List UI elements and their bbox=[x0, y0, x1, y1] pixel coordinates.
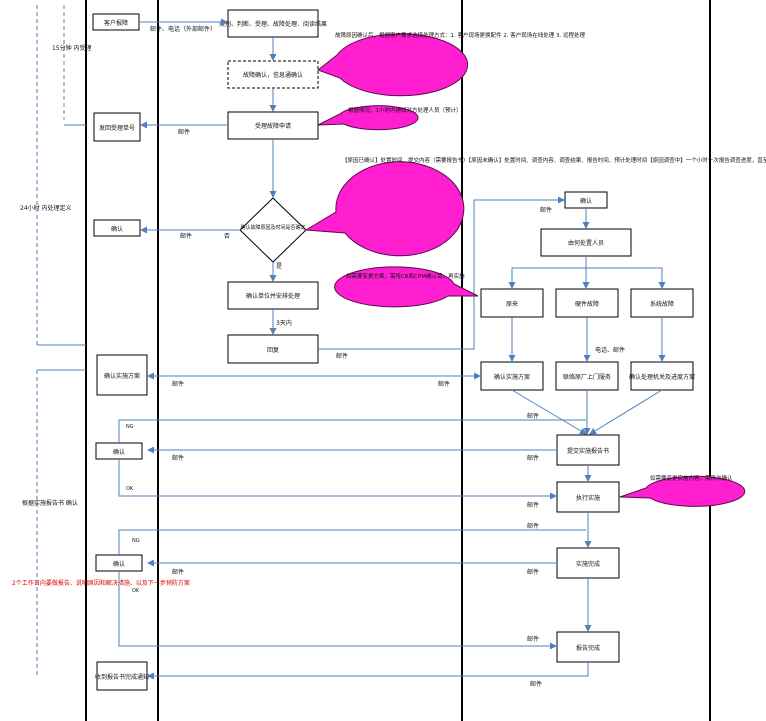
email-label-1: 邮件 bbox=[178, 128, 190, 136]
customer-report-text: 客户报障 bbox=[104, 19, 128, 27]
ticket-box[interactable] bbox=[227, 111, 319, 140]
three-days-label: 3天内 bbox=[276, 319, 292, 327]
fault-confirm-text: 故障确认，信息通确认 bbox=[243, 71, 303, 79]
engineer-lane: 确认 由何处置人员 原来 硬件故障 系统故障 确认实施方案 联络原厂上门服务 确… bbox=[480, 191, 695, 663]
reply-text: 回复 bbox=[267, 346, 279, 354]
ticket-text: 受理故障申请 bbox=[255, 122, 291, 130]
twelve-hours-label: 根据实施报告书 确认 bbox=[22, 499, 78, 507]
callout-2-text: 根据情况，1小时内通知对方处理人员（预计） bbox=[348, 106, 462, 114]
triage-box[interactable] bbox=[227, 9, 319, 38]
r1-box[interactable] bbox=[480, 288, 544, 318]
no-label: 否 bbox=[224, 233, 230, 240]
email-label-4: 邮件 bbox=[540, 206, 552, 214]
flow-lines bbox=[118, 18, 666, 680]
email-label-9: 邮件 bbox=[527, 412, 539, 420]
email-label-6: 邮件 bbox=[438, 380, 450, 388]
impl-text: 实施完成 bbox=[576, 560, 600, 568]
execute-text: 执行实施 bbox=[576, 494, 600, 502]
email-label-13: 邮件 bbox=[527, 522, 539, 530]
email-label-15: 邮件 bbox=[530, 680, 542, 688]
callout-2: 根据情况，1小时内通知对方处理人员（预计） bbox=[317, 105, 462, 131]
phone-email-label: 邮件、电话（外部邮件） bbox=[150, 25, 216, 33]
c3-text: 确认处理机关及进度方案 bbox=[629, 373, 695, 381]
confirm3-text: 确认 bbox=[113, 560, 125, 568]
submit-box[interactable] bbox=[556, 434, 620, 466]
finish-box[interactable] bbox=[556, 631, 620, 663]
finish-text: 报告完成 bbox=[576, 644, 600, 652]
email-label-7: 邮件 bbox=[172, 454, 184, 462]
c2-box[interactable] bbox=[555, 361, 619, 391]
timeline bbox=[36, 5, 86, 675]
callout-5: 如需要变更实施内容，需再次确认 bbox=[619, 474, 746, 507]
fault-confirm-box[interactable] bbox=[227, 60, 319, 89]
confirm-right-text: 确认 bbox=[580, 197, 592, 205]
callout-4-text: 如需要变更方案，需将CR和CPM确认后，再实施 bbox=[346, 272, 465, 280]
service-lane: 类别、判断、受理、故障处理、阅读结果 故障确认，信息通确认 受理故障申请 确认故… bbox=[219, 9, 327, 364]
confirm-plan-text: 确认实施方案 bbox=[104, 372, 140, 380]
yes-label: 是 bbox=[276, 263, 282, 270]
reply-box[interactable] bbox=[227, 334, 319, 364]
r3-text: 系统故障 bbox=[650, 300, 674, 308]
email-label-12: 邮件 bbox=[527, 568, 539, 576]
email-label-14: 邮件 bbox=[527, 635, 539, 643]
ng-label-1: NG bbox=[126, 424, 134, 430]
email-label-8: 邮件 bbox=[527, 454, 539, 462]
ok-label-1: OK bbox=[126, 486, 134, 492]
final-box[interactable] bbox=[96, 661, 148, 691]
callout-3-text: 【原因已确认】处置时间、提交内容（需要报告书）【原因未确认】处置时间、调查内容、… bbox=[342, 156, 766, 164]
r2-text: 硬件故障 bbox=[575, 300, 599, 308]
r3-box[interactable] bbox=[630, 288, 694, 318]
r1-text: 原来 bbox=[506, 301, 518, 308]
confirm-left-text: 确认 bbox=[111, 225, 123, 233]
callout-5-text: 如需要变更实施内容，需再次确认 bbox=[650, 474, 733, 482]
ng-label-2: NG bbox=[132, 538, 140, 544]
twenty-four-hours-label: 24小时 内处理定义 bbox=[20, 204, 72, 212]
callout-1: 故障原因确认后，根据客户要求选择处理方式：1. 客户现场更换配件 2. 客户现场… bbox=[316, 31, 585, 97]
swimlanes bbox=[85, 0, 711, 721]
customer-lane: 客户报障 发回受理单号 确认 确认实施方案 确认 确认 收到报告书完成通知 bbox=[92, 13, 149, 691]
email-label-10: 邮件 bbox=[527, 501, 539, 509]
callout-1-text: 故障原因确认后，根据客户要求选择处理方式：1. 客户现场更换配件 2. 客户现场… bbox=[335, 31, 585, 39]
submit-text: 提交实施报告书 bbox=[567, 447, 609, 455]
triage-text: 类别、判断、受理、故障处理、阅读结果 bbox=[219, 20, 327, 28]
c1-text: 确认实施方案 bbox=[494, 373, 530, 381]
execute-box[interactable] bbox=[556, 481, 620, 513]
email-label-2: 邮件 bbox=[180, 232, 192, 240]
confirm-ticket-box[interactable] bbox=[227, 281, 319, 310]
assign-box[interactable] bbox=[540, 228, 632, 257]
callout-4: 如需要变更方案，需将CR和CPM确认后，再实施 bbox=[334, 266, 479, 308]
red-note: 2个工作日内要做报告、说明原因和解决措施、以及下一步预防方案 bbox=[12, 579, 190, 587]
phone-email2-label: 电话、邮件 bbox=[595, 346, 625, 354]
email-label-11: 邮件 bbox=[172, 568, 184, 576]
decision-text: 确认故障原因及时间是否确定 bbox=[240, 224, 305, 231]
fifteen-min-label: 15分钟 内受理 bbox=[52, 44, 92, 52]
assign-text: 由何处置人员 bbox=[568, 239, 604, 247]
send-ticket-box[interactable] bbox=[93, 112, 141, 142]
c1-box[interactable] bbox=[480, 361, 544, 391]
confirm-ticket-text: 确认单位并安排处理 bbox=[246, 292, 300, 300]
confirm2-text: 确认 bbox=[113, 448, 125, 456]
email-label-3: 邮件 bbox=[336, 352, 348, 360]
final-text: 收到报告书完成通知 bbox=[95, 673, 149, 681]
send-ticket-text: 发回受理单号 bbox=[99, 124, 135, 132]
email-label-5: 邮件 bbox=[172, 380, 184, 388]
c2-text: 联络原厂上门服务 bbox=[563, 373, 611, 381]
callout-3: 【原因已确认】处置时间、提交内容（需要报告书）【原因未确认】处置时间、调查内容、… bbox=[304, 156, 766, 257]
ok-label-2: OK bbox=[132, 588, 140, 594]
